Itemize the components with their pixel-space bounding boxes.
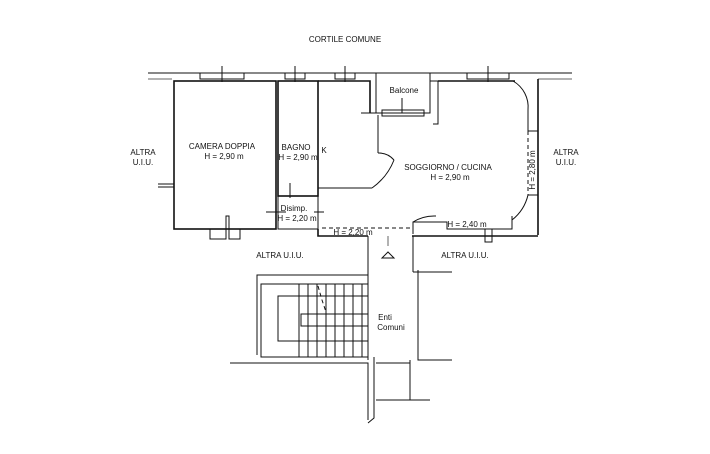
balcony-walls (375, 72, 431, 114)
common-areas-label-1: Enti (378, 313, 392, 322)
staircase (256, 274, 369, 358)
other-unit-bottom-right-label: ALTRA U.I.U. (441, 251, 489, 260)
courtyard-label: CORTILE COMUNE (308, 35, 382, 44)
living-height: H = 2,90 m (430, 173, 470, 182)
hall-label: Disimp. (280, 204, 308, 213)
entry-height: H = 2,20 m (333, 228, 373, 237)
other-unit-left-label-1: ALTRA (130, 148, 156, 157)
living-label: SOGGIORNO / CUCINA (404, 163, 492, 172)
other-unit-right-label-2: U.I.U. (555, 158, 577, 167)
bedroom-walls (173, 80, 277, 230)
window-marks (199, 66, 510, 82)
right-niche-height: H = 2,80 m (528, 150, 537, 190)
balcony-label: Balcone (389, 86, 419, 95)
other-unit-left-label-2: U.I.U. (132, 158, 154, 167)
hall-height: H = 2,20 m (277, 214, 317, 223)
kitchen-mark: K (321, 146, 327, 155)
bathroom-label: BAGNO (281, 143, 311, 152)
lower-niche-height: H = 2,40 m (447, 220, 487, 229)
entrance-arrow-icon (380, 251, 396, 259)
other-unit-bottom-left-label: ALTRA U.I.U. (256, 251, 304, 260)
bedroom-height: H = 2,90 m (204, 152, 244, 161)
bedroom-label: CAMERA DOPPIA (188, 142, 256, 151)
bathroom-height: H = 2,90 m (278, 153, 318, 162)
bathroom-walls (277, 80, 319, 197)
other-unit-right-label-1: ALTRA (553, 148, 579, 157)
common-areas-label-2: Comuni (377, 323, 405, 332)
